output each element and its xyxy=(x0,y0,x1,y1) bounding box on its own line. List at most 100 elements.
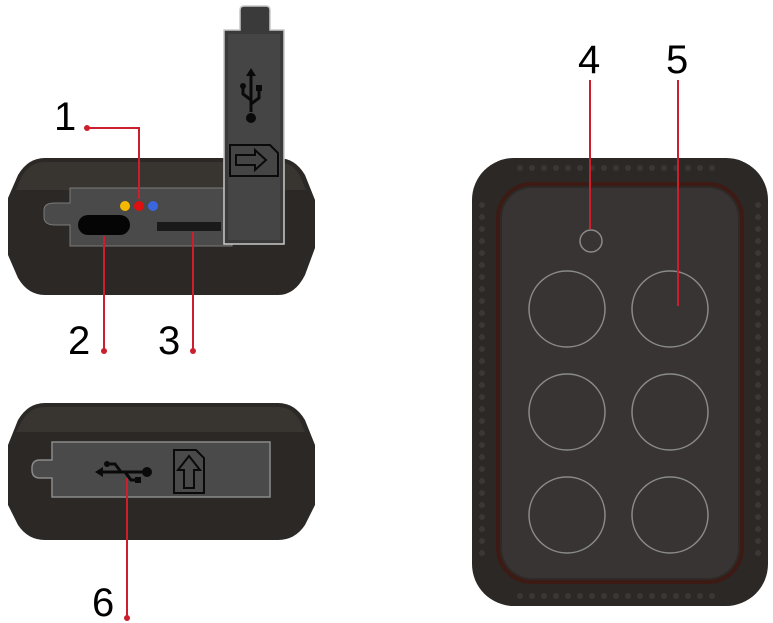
grip-dot xyxy=(755,322,761,328)
grip-dot xyxy=(479,226,485,232)
grip-dot xyxy=(625,593,631,599)
leader-dot-3 xyxy=(190,348,196,354)
callout-1: 1 xyxy=(54,95,76,139)
grip-dot xyxy=(755,538,761,544)
leader-dots xyxy=(84,125,196,621)
grip-dot xyxy=(755,466,761,472)
grip-dot xyxy=(755,262,761,268)
remote-button-1 xyxy=(528,270,606,348)
grip-dot xyxy=(479,430,485,436)
usb-icon-horizontal xyxy=(95,461,152,483)
grip-dot xyxy=(755,514,761,520)
top-side-view xyxy=(8,5,315,295)
grip-dot xyxy=(755,406,761,412)
sim-slot xyxy=(157,222,221,231)
grip-dot xyxy=(649,165,655,171)
grip-dot xyxy=(613,593,619,599)
grip-dot xyxy=(541,593,547,599)
remote-face xyxy=(502,188,738,578)
grip-dot xyxy=(755,370,761,376)
callout-5: 5 xyxy=(666,38,688,82)
bottom-device-body-highlight xyxy=(16,407,305,432)
grip-dot xyxy=(479,490,485,496)
usb-c-port xyxy=(78,215,130,235)
grip-dot xyxy=(755,394,761,400)
grip-dot xyxy=(479,394,485,400)
grip-dot xyxy=(755,502,761,508)
grip-dot xyxy=(755,442,761,448)
grip-dot xyxy=(479,214,485,220)
grip-dot xyxy=(565,593,571,599)
grip-dot xyxy=(479,526,485,532)
usb-icon xyxy=(240,68,262,123)
leader-dot-2 xyxy=(101,348,107,354)
grip-dot xyxy=(529,165,535,171)
grip-dot xyxy=(755,550,761,556)
grip-dot xyxy=(755,250,761,256)
grip-dot xyxy=(661,165,667,171)
grip-dot xyxy=(755,346,761,352)
grip-dot xyxy=(479,502,485,508)
grip-dot xyxy=(479,538,485,544)
callout-2: 2 xyxy=(68,319,90,363)
grip-dot xyxy=(479,478,485,484)
grip-dot xyxy=(553,165,559,171)
grip-dot xyxy=(685,593,691,599)
grip-dot xyxy=(755,214,761,220)
led-red xyxy=(134,201,144,211)
grip-dot xyxy=(479,238,485,244)
grip-dot xyxy=(661,593,667,599)
grip-dot xyxy=(479,202,485,208)
grip-dot xyxy=(755,526,761,532)
callout-6: 6 xyxy=(92,581,114,623)
leader-dot-6 xyxy=(124,615,130,621)
grip-dot xyxy=(755,382,761,388)
grip-dot xyxy=(479,346,485,352)
callout-3: 3 xyxy=(158,319,180,363)
remote-buttons xyxy=(528,270,709,554)
grip-dot xyxy=(625,165,631,171)
grip-dot xyxy=(637,593,643,599)
grip-dot xyxy=(755,478,761,484)
grip-dot xyxy=(755,238,761,244)
grip-dot xyxy=(755,430,761,436)
grip-dot xyxy=(589,593,595,599)
grip-dot xyxy=(755,226,761,232)
grip-dot xyxy=(755,202,761,208)
grip-dot xyxy=(479,322,485,328)
remote-button-5 xyxy=(528,476,606,554)
grip-dot xyxy=(479,250,485,256)
grip-dot xyxy=(649,593,655,599)
grip-dot xyxy=(755,298,761,304)
callout-4: 4 xyxy=(578,38,600,82)
grip-dot xyxy=(565,165,571,171)
grip-dot xyxy=(709,165,715,171)
grip-dot xyxy=(517,593,523,599)
grip-dot xyxy=(541,165,547,171)
arrow-up-icon xyxy=(173,449,205,494)
grip-dot xyxy=(755,334,761,340)
grip-dot xyxy=(479,262,485,268)
rubber-flap-inner xyxy=(228,34,280,240)
grip-dot xyxy=(685,165,691,171)
grip-dot xyxy=(755,274,761,280)
grip-dot xyxy=(601,593,607,599)
grip-dot xyxy=(479,550,485,556)
grip-dot xyxy=(637,165,643,171)
grip-dot xyxy=(577,165,583,171)
grip-dot xyxy=(479,274,485,280)
grip-dot xyxy=(479,406,485,412)
grip-dot xyxy=(479,298,485,304)
status-led xyxy=(579,229,603,253)
grip-dot xyxy=(479,514,485,520)
remote-button-2 xyxy=(631,270,709,348)
grip-dot xyxy=(755,286,761,292)
bottom-side-view xyxy=(8,403,315,540)
grip-dot xyxy=(479,418,485,424)
leader-line-1 xyxy=(87,127,140,199)
remote-button-4 xyxy=(631,373,709,451)
led-yellow xyxy=(120,201,130,211)
grip-dot xyxy=(755,418,761,424)
arrow-right-icon xyxy=(229,144,279,177)
grip-dot xyxy=(479,334,485,340)
